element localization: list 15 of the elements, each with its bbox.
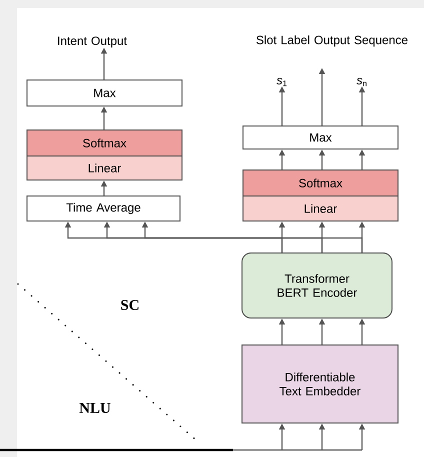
linear-box: Linear [26, 156, 182, 180]
output-label: Intent Output [58, 36, 127, 48]
softmax-box: Softmax [242, 170, 398, 196]
region-label: SC [121, 300, 138, 310]
time-average-box: Time Average [26, 196, 180, 222]
max-box: Max [242, 126, 398, 150]
linear-box: Linear [242, 196, 398, 222]
max-box: Max [26, 80, 182, 106]
output-symbol: s$_{n}$ [356, 78, 366, 86]
encoder-box: Transformer BERT Encoder [242, 252, 392, 318]
softmax-box: Softmax [26, 130, 182, 156]
embedder-box: Differentiable Text Embedder [242, 344, 398, 424]
region-label: NLU [79, 403, 110, 413]
output-symbol: s$_{1}$ [276, 78, 287, 86]
output-label: Slot Label Output Sequence [256, 35, 408, 47]
